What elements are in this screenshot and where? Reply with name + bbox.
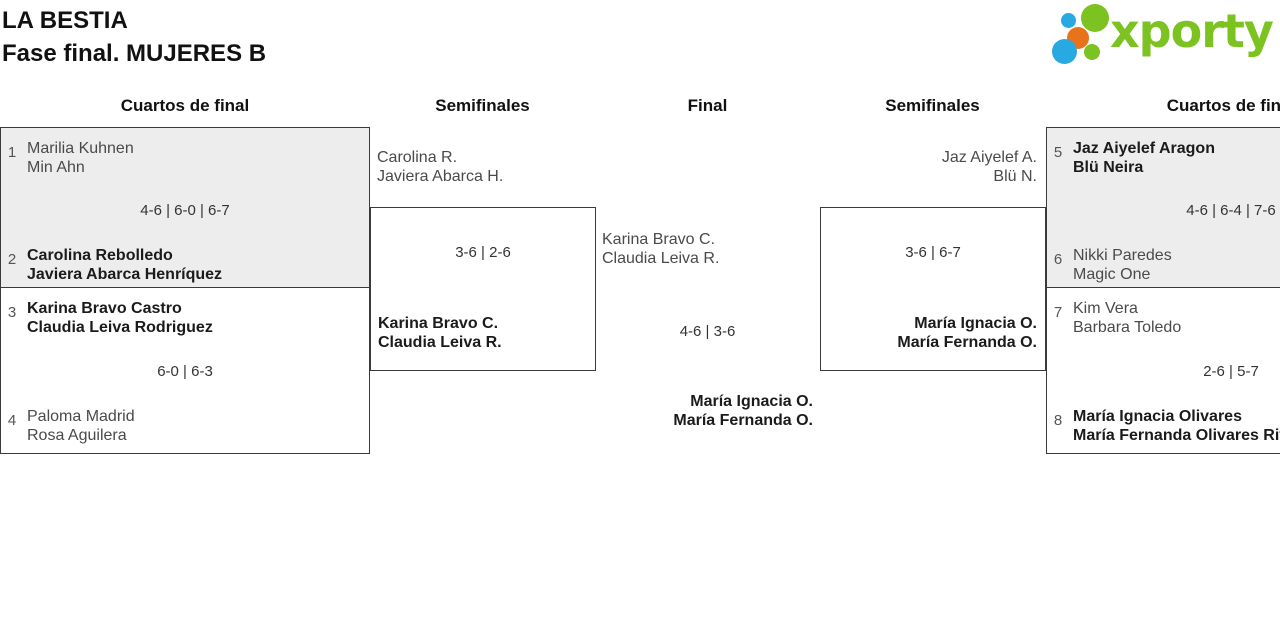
team-names-winner: Carolina Rebolledo Javiera Abarca Henríq… bbox=[27, 247, 223, 283]
team-names-loser: Kim Vera Barbara Toledo bbox=[1073, 300, 1182, 336]
round-header-left-quarterfinals: Cuartos de final bbox=[120, 96, 250, 115]
team-names-loser: Paloma Madrid Rosa Aguilera bbox=[27, 408, 135, 444]
match-sf2: 3-6 | 6-7 María Ignacia O. María Fernand… bbox=[820, 207, 1046, 371]
phase-subtitle: Fase final. MUJERES B bbox=[2, 40, 267, 67]
seed-number: 8 bbox=[1053, 412, 1063, 429]
team-names-loser: Karina Bravo C. Claudia Leiva R. bbox=[602, 231, 720, 267]
page-title: LA BESTIA Fase final. MUJERES B bbox=[2, 4, 266, 70]
match-qf4: 7 Kim Vera Barbara Toledo 2-6 | 5-7 8 Ma… bbox=[1046, 287, 1280, 454]
team-names-winner: Jaz Aiyelef Aragon Blü Neira bbox=[1073, 140, 1215, 176]
seed-number: 3 bbox=[7, 304, 17, 321]
seed-number: 2 bbox=[7, 251, 17, 268]
team-names-winner: María Ignacia O. María Fernanda O. bbox=[897, 315, 1037, 351]
match-qf3: 5 Jaz Aiyelef Aragon Blü Neira 4-6 | 6-4… bbox=[1046, 127, 1280, 288]
team-names-loser: Nikki Paredes Magic One bbox=[1073, 247, 1172, 283]
logo-dot-blue-big-icon bbox=[1052, 39, 1077, 64]
match-sf1: 3-6 | 2-6 Karina Bravo C. Claudia Leiva … bbox=[370, 207, 596, 371]
seed-number: 6 bbox=[1053, 251, 1063, 268]
logo-dot-green-small-icon bbox=[1084, 44, 1100, 60]
tournament-name: LA BESTIA bbox=[2, 7, 128, 34]
match-score: 3-6 | 2-6 bbox=[455, 244, 511, 261]
match-score: 2-6 | 5-7 bbox=[1203, 363, 1259, 380]
match-score: 4-6 | 6-4 | 7-6 bbox=[1186, 202, 1276, 219]
match-score: 4-6 | 6-0 | 6-7 bbox=[140, 202, 230, 219]
team-names-loser: Jaz Aiyelef A. Blü N. bbox=[941, 149, 1037, 185]
match-score: 3-6 | 6-7 bbox=[905, 244, 961, 261]
logo-dot-green-big-icon bbox=[1081, 4, 1109, 32]
seed-number: 7 bbox=[1053, 304, 1063, 321]
seed-number: 1 bbox=[7, 144, 17, 161]
seed-number: 4 bbox=[7, 412, 17, 429]
team-names-winner: Karina Bravo C. Claudia Leiva R. bbox=[378, 315, 502, 351]
round-header-final: Final bbox=[687, 96, 728, 115]
logo-dot-blue-small-icon bbox=[1061, 13, 1076, 28]
seed-number: 5 bbox=[1053, 144, 1063, 161]
team-names-loser: Carolina R. Javiera Abarca H. bbox=[377, 149, 504, 185]
team-names-loser: Marilia Kuhnen Min Ahn bbox=[27, 140, 134, 176]
team-names-winner: María Ignacia Olivares María Fernanda Ol… bbox=[1073, 408, 1280, 444]
match-score: 6-0 | 6-3 bbox=[157, 363, 213, 380]
round-header-right-quarterfinals: Cuartos de final bbox=[1166, 96, 1280, 115]
logo-wordmark: xporty bbox=[1110, 4, 1274, 58]
match-qf1: 1 Marilia Kuhnen Min Ahn 4-6 | 6-0 | 6-7… bbox=[0, 127, 370, 288]
team-names-winner: Karina Bravo Castro Claudia Leiva Rodrig… bbox=[27, 300, 213, 336]
team-names-winner: María Ignacia O. María Fernanda O. bbox=[673, 393, 813, 429]
round-header-left-semifinals: Semifinales bbox=[435, 96, 530, 115]
final-score: 4-6 | 3-6 bbox=[679, 323, 736, 340]
round-header-right-semifinals: Semifinales bbox=[885, 96, 980, 115]
xporty-logo[interactable]: xporty bbox=[1048, 0, 1280, 72]
match-qf2: 3 Karina Bravo Castro Claudia Leiva Rodr… bbox=[0, 287, 370, 454]
